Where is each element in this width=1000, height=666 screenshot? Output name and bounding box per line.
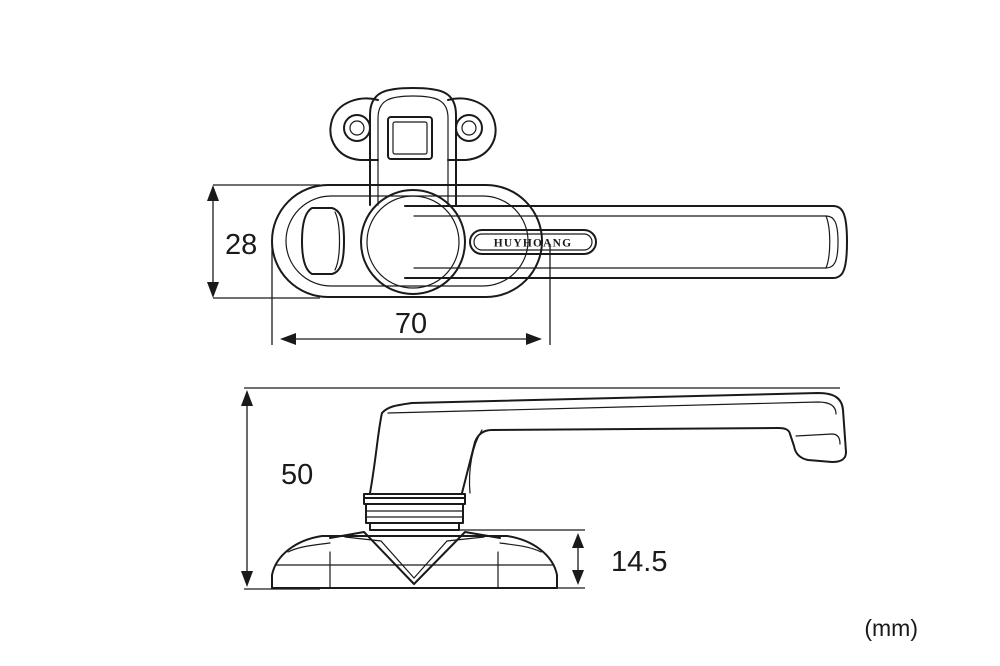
unit-label: (mm) xyxy=(864,615,918,641)
dimension-label-28: 28 xyxy=(225,229,257,261)
collar xyxy=(363,493,466,531)
lever-top: HUYHOANG xyxy=(360,189,848,295)
dimension-height-side: 50 xyxy=(241,387,840,590)
top-view: HUYHOANG xyxy=(271,87,848,298)
dimension-label-14-5: 14.5 xyxy=(611,546,667,578)
spindle-housing xyxy=(369,87,457,206)
base-side xyxy=(271,531,558,589)
brand-logo-text: HUYHOANG xyxy=(494,238,573,250)
dimension-label-50: 50 xyxy=(281,459,313,491)
lever-side xyxy=(369,392,847,494)
dimension-width-top: 70 xyxy=(271,244,551,345)
dimension-height-top: 28 xyxy=(207,184,320,299)
dimension-label-70: 70 xyxy=(395,308,427,340)
screw-tabs xyxy=(329,97,497,161)
side-view xyxy=(271,392,847,589)
dimension-base-height: 14.5 xyxy=(459,529,667,589)
